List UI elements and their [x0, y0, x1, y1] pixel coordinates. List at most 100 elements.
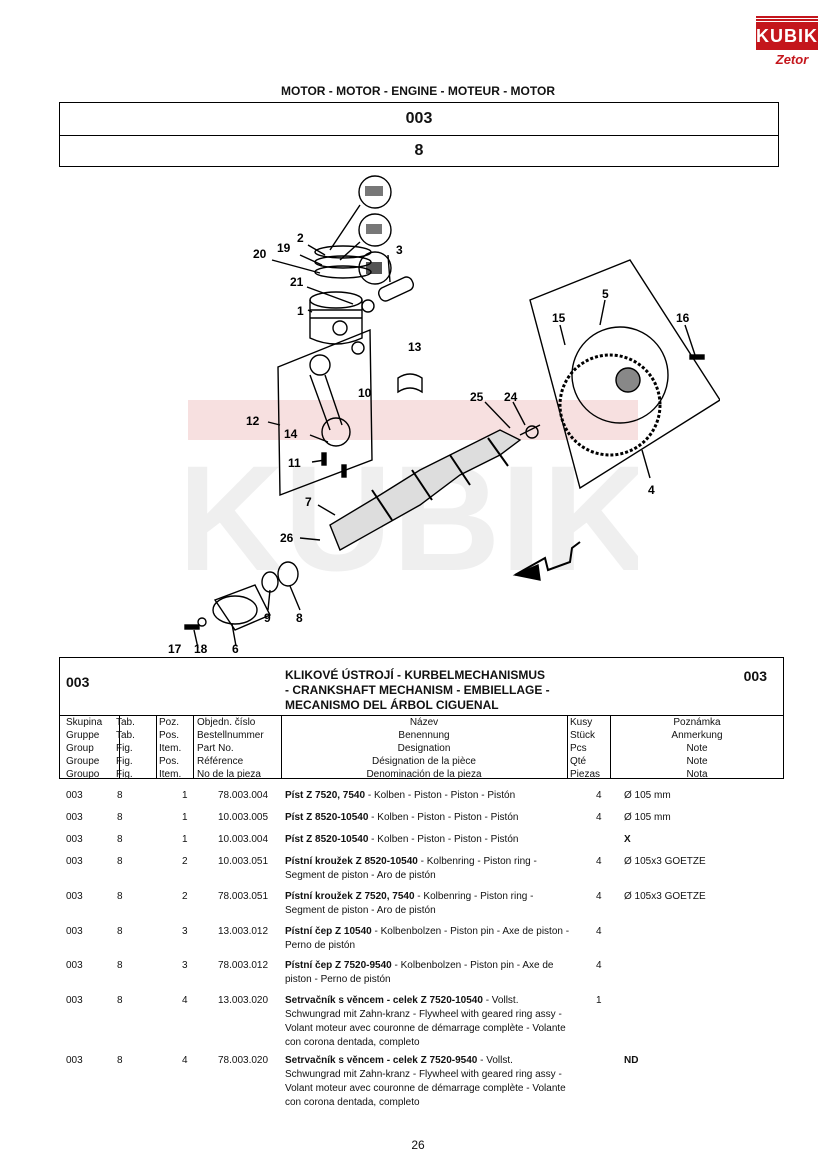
row-qty: 4 [596, 960, 602, 971]
row-pos: 2 [182, 856, 188, 867]
row-table: 8 [117, 856, 123, 867]
callout-15: 15 [552, 311, 566, 325]
row-table: 8 [117, 995, 123, 1006]
callout-12: 12 [246, 414, 260, 428]
row-description: Píst Z 8520-10540 - Kolben - Piston - Pi… [285, 834, 519, 845]
row-partno: 10.003.051 [218, 856, 269, 867]
row-table: 8 [117, 790, 123, 801]
row-pos: 3 [182, 926, 188, 937]
section-header: 003 003 KLIKOVÉ ÚSTROJÍ - KURBELMECHANIS… [59, 657, 784, 780]
group-number-box: 003 [59, 102, 779, 136]
row-group: 003 [66, 790, 83, 801]
callout-2: 2 [297, 231, 304, 245]
row-qty: 1 [596, 995, 602, 1006]
callout-19: 19 [277, 241, 291, 255]
section-code-left: 003 [66, 674, 90, 690]
logo-sub: Zetor [775, 52, 809, 67]
group-number: 003 [405, 110, 433, 127]
ring-detail-1 [358, 175, 392, 209]
row-note: Ø 105x3 GOETZE [624, 891, 706, 902]
callout-9: 9 [264, 611, 271, 625]
col-table-header: Tab.Tab.Fig.Fig.Fig. [114, 715, 157, 780]
callout-1: 1 [297, 304, 304, 318]
watermark-text: KUBIK [188, 434, 638, 602]
row-note: X [624, 834, 631, 845]
callout-25: 25 [470, 390, 484, 404]
callout-24: 24 [504, 390, 518, 404]
row-partno: 10.003.004 [218, 834, 269, 845]
row-group: 003 [66, 960, 83, 971]
row-group: 003 [66, 1055, 83, 1066]
row-group: 003 [66, 995, 83, 1006]
col-pos-header: Poz.Pos.Item.Pos.Item. [157, 715, 194, 780]
callout-10: 10 [358, 386, 372, 400]
row-table: 8 [117, 926, 123, 937]
row-partno: 78.003.051 [218, 891, 269, 902]
table-number-box: 8 [59, 134, 779, 167]
row-table: 8 [117, 812, 123, 823]
callout-13: 13 [408, 340, 422, 354]
row-pos: 1 [182, 834, 188, 845]
row-pos: 3 [182, 960, 188, 971]
row-description: Píst Z 8520-10540 - Kolben - Piston - Pi… [285, 812, 519, 823]
row-group: 003 [66, 834, 83, 845]
row-qty: 4 [596, 856, 602, 867]
table-number: 8 [414, 142, 424, 159]
page-heading: MOTOR - MOTOR - ENGINE - MOTEUR - MOTOR [281, 84, 555, 98]
callout-8: 8 [296, 611, 303, 625]
row-pos: 1 [182, 812, 188, 823]
row-qty: 4 [596, 891, 602, 902]
kubik-zetor-logo: KUBIK Zetor [756, 14, 818, 70]
row-partno: 78.003.004 [218, 790, 269, 801]
row-description: Setrvačník s věncem - celek Z 7520-9540 … [285, 1055, 566, 1108]
page-number: 26 [411, 1138, 425, 1152]
row-table: 8 [117, 834, 123, 845]
callout-16: 16 [676, 311, 690, 325]
row-partno: 78.003.020 [218, 1055, 269, 1066]
callout-11: 11 [288, 456, 301, 470]
row-note: Ø 105 mm [624, 790, 671, 801]
row-table: 8 [117, 960, 123, 971]
row-group: 003 [66, 926, 83, 937]
callout-26: 26 [280, 531, 294, 545]
ring-detail-2 [358, 213, 392, 247]
row-pos: 4 [182, 995, 188, 1006]
row-partno: 13.003.012 [218, 926, 269, 937]
ring-detail-3 [358, 251, 392, 285]
row-pos: 1 [182, 790, 188, 801]
row-description: Setrvačník s věncem - celek Z 7520-10540… [285, 995, 566, 1048]
row-group: 003 [66, 812, 83, 823]
row-partno: 13.003.020 [218, 995, 269, 1006]
section-title: KLIKOVÉ ÚSTROJÍ - KURBELMECHANISMUS - CR… [285, 668, 550, 712]
callout-3: 3 [396, 243, 403, 257]
row-partno: 78.003.012 [218, 960, 269, 971]
row-pos: 2 [182, 891, 188, 902]
row-partno: 10.003.005 [218, 812, 269, 823]
row-description: Pístní čep Z 7520-9540 - Kolbenbolzen - … [285, 960, 554, 985]
row-pos: 4 [182, 1055, 188, 1066]
row-description: Pístní kroužek Z 7520, 7540 - Kolbenring… [285, 891, 534, 916]
callout-21: 21 [290, 275, 304, 289]
row-table: 8 [117, 891, 123, 902]
callout-18: 18 [194, 642, 208, 656]
crankshaft-exploded-diagram: 2 19 20 3 21 1 13 10 12 14 11 7 26 5 15 … [168, 175, 720, 656]
row-description: Pístní kroužek Z 8520-10540 - Kolbenring… [285, 856, 537, 881]
row-qty: 4 [596, 790, 602, 801]
row-qty: 4 [596, 926, 602, 937]
row-group: 003 [66, 891, 83, 902]
row-note: Ø 105x3 GOETZE [624, 856, 706, 867]
callout-4: 4 [648, 483, 655, 497]
row-table: 8 [117, 1055, 123, 1066]
logo-brand: KUBIK [756, 26, 818, 46]
row-description: Píst Z 7520, 7540 - Kolben - Piston - Pi… [285, 790, 516, 801]
row-description: Pístní čep Z 10540 - Kolbenbolzen - Pist… [285, 926, 570, 951]
callout-17: 17 [168, 642, 182, 656]
kubik-watermark: KUBIK [188, 400, 638, 602]
row-note: ND [624, 1055, 639, 1066]
callout-6: 6 [232, 642, 239, 656]
row-note: Ø 105 mm [624, 812, 671, 823]
